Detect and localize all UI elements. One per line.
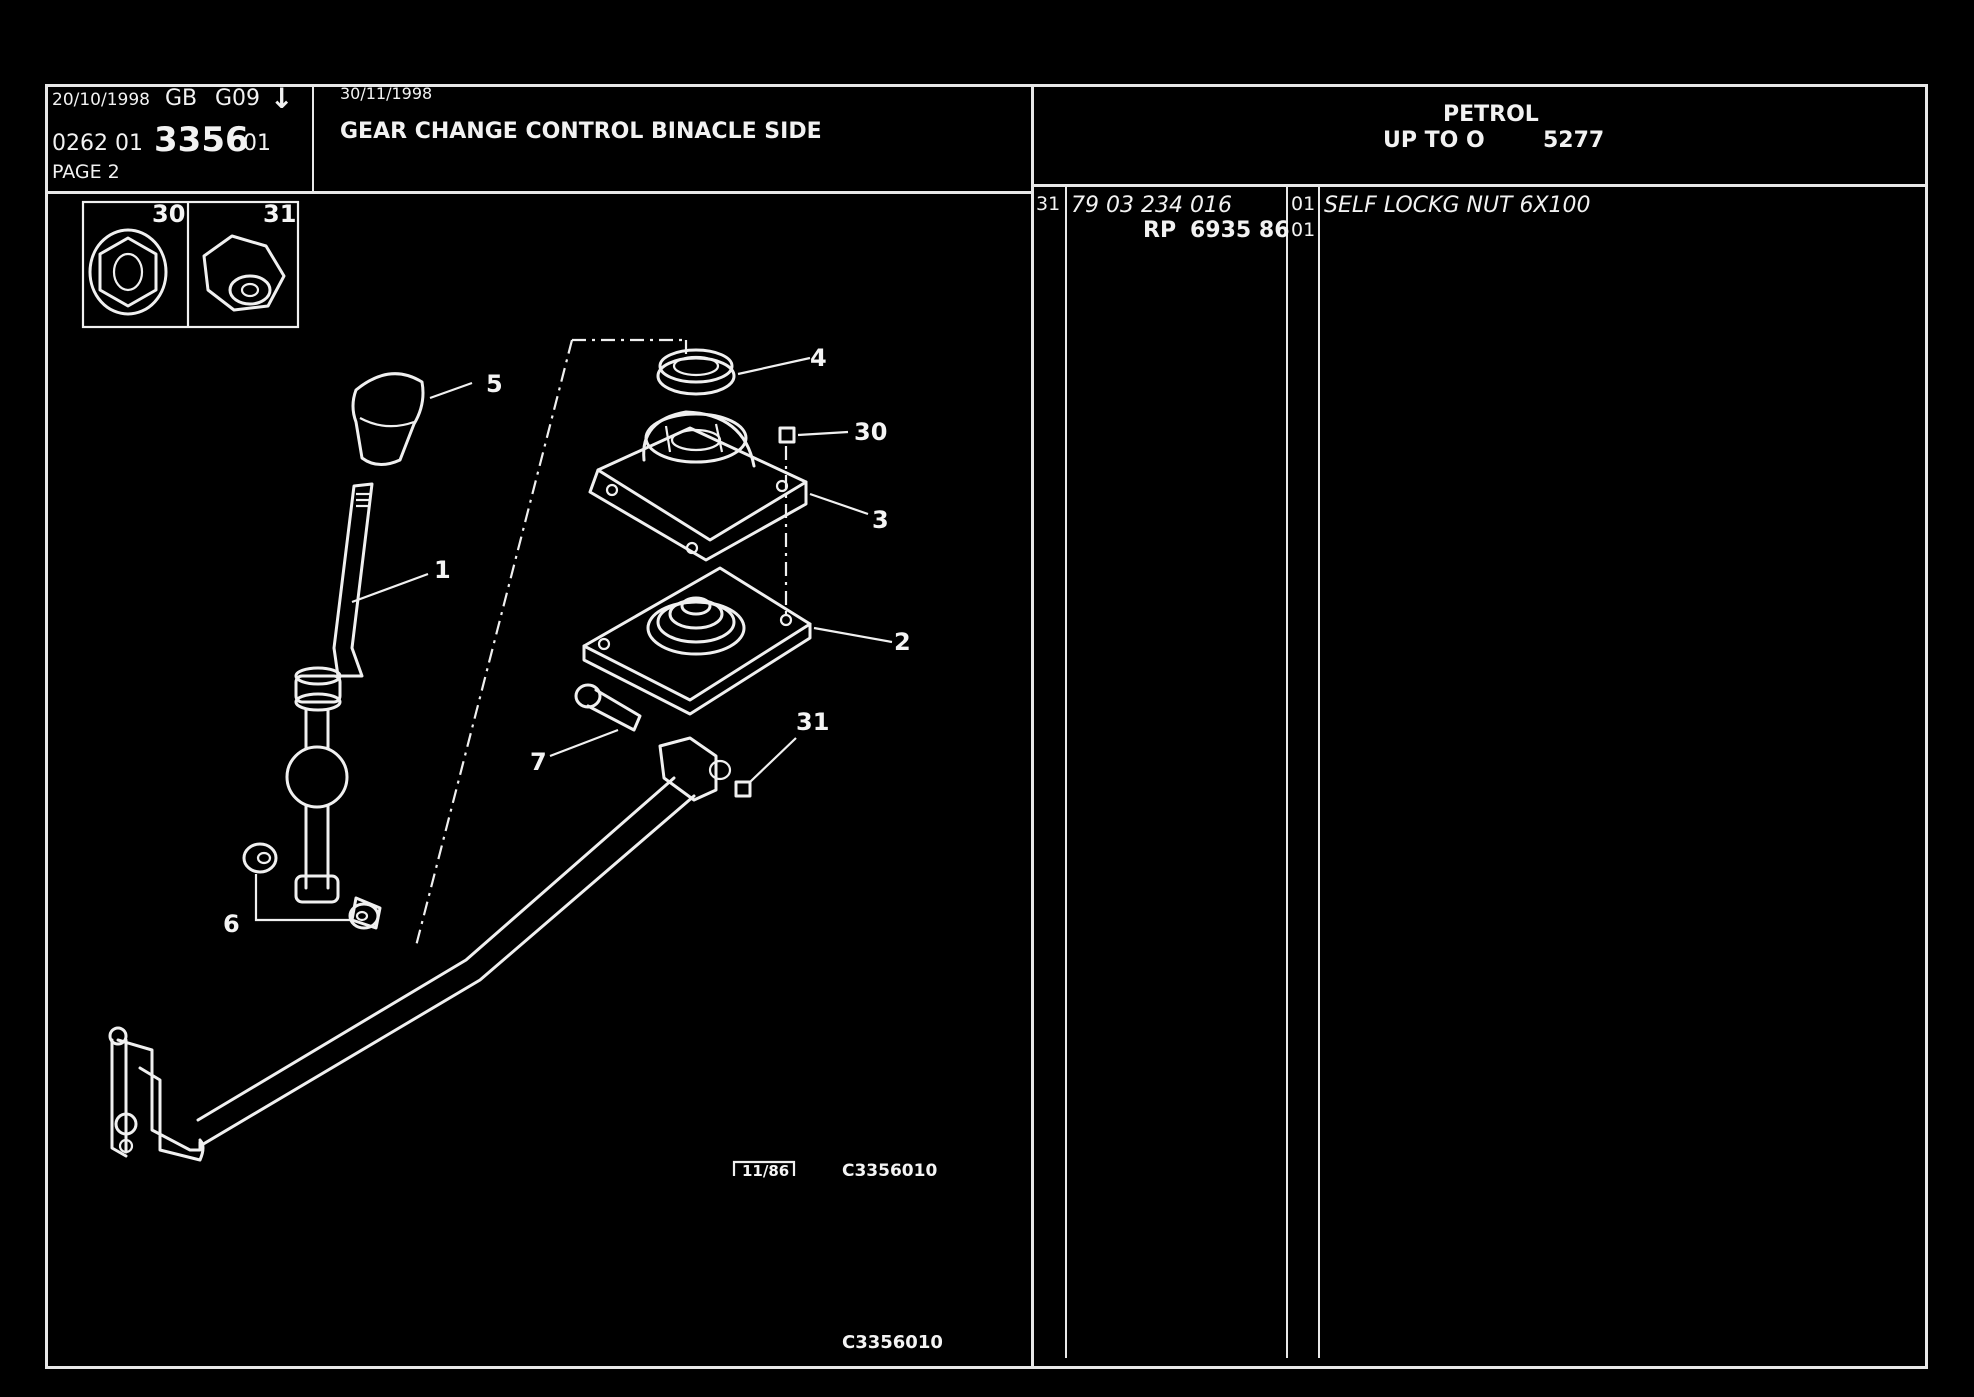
table-col-line-3 xyxy=(1318,186,1320,1358)
callout-30: 30 xyxy=(854,418,887,446)
issue-date: 20/10/1998 xyxy=(52,90,150,110)
lever-housing xyxy=(588,410,808,562)
header-divider-left xyxy=(45,191,1033,194)
selector-rod xyxy=(108,736,732,1162)
callout-7: 7 xyxy=(530,748,547,776)
inset-box: 30 31 xyxy=(81,200,300,329)
part-number: 79 03 234 016 xyxy=(1071,193,1232,218)
page-number: PAGE 2 xyxy=(52,161,120,183)
gear-knob xyxy=(351,372,425,466)
ref-main: 3356 xyxy=(154,120,249,160)
callout-6: 6 xyxy=(223,910,240,938)
range-number: 5277 xyxy=(1543,128,1605,153)
frame-bottom xyxy=(45,1366,1928,1369)
range-label: UP TO O xyxy=(1383,128,1485,153)
callout-31: 31 xyxy=(796,708,829,736)
callout-1: 1 xyxy=(434,556,451,584)
part-alt-number: 6935 86 xyxy=(1190,218,1290,243)
ref-suffix: 01 xyxy=(243,131,271,156)
frame-divider-vertical xyxy=(1031,84,1034,1369)
group-code: G09 xyxy=(215,86,261,111)
part-ref: 31 xyxy=(1036,193,1061,215)
lever-bushes xyxy=(242,842,382,930)
callout-5: 5 xyxy=(486,370,503,398)
gear-lever xyxy=(285,482,374,904)
self-locking-nut-icon xyxy=(202,234,286,312)
country-code: GB xyxy=(165,86,198,111)
page-title: GEAR CHANGE CONTROL BINACLE SIDE xyxy=(340,119,822,144)
pivot-bolt xyxy=(574,683,642,732)
inset-label-30: 30 xyxy=(152,200,185,228)
drawing-ref-inner: C3356010 xyxy=(842,1161,937,1181)
frame-left xyxy=(45,84,48,1369)
part-alt-prefix: RP xyxy=(1143,218,1177,243)
header-divider-right xyxy=(1031,184,1928,187)
stamp-date: 11/86 xyxy=(742,1162,789,1180)
base-plate-boot xyxy=(582,566,812,716)
boot-ring xyxy=(656,348,736,396)
down-arrow-icon: ↓ xyxy=(270,82,294,115)
part-qty: 01 xyxy=(1291,193,1316,215)
date-stamp: 11/86 xyxy=(732,1160,796,1180)
part-qty-alt: 01 xyxy=(1291,219,1316,241)
callout-4: 4 xyxy=(810,344,827,372)
inset-label-31: 31 xyxy=(263,200,296,228)
assembly-dash-line xyxy=(414,338,688,947)
engine-type: PETROL xyxy=(1443,102,1539,127)
update-date: 30/11/1998 xyxy=(340,84,433,103)
frame-top xyxy=(45,84,1928,87)
callout-3: 3 xyxy=(872,506,889,534)
table-col-line-1 xyxy=(1065,186,1067,1358)
table-col-line-2 xyxy=(1286,186,1288,1358)
callout-2: 2 xyxy=(894,628,911,656)
ref-prefix: 0262 01 xyxy=(52,131,143,156)
part-description: SELF LOCKG NUT 6X100 xyxy=(1324,193,1591,218)
lock-nut-flanged-icon xyxy=(88,228,168,316)
frame-right xyxy=(1925,84,1928,1369)
header-ref-divider xyxy=(312,84,314,193)
drawing-ref-bottom: C3356010 xyxy=(842,1332,943,1353)
